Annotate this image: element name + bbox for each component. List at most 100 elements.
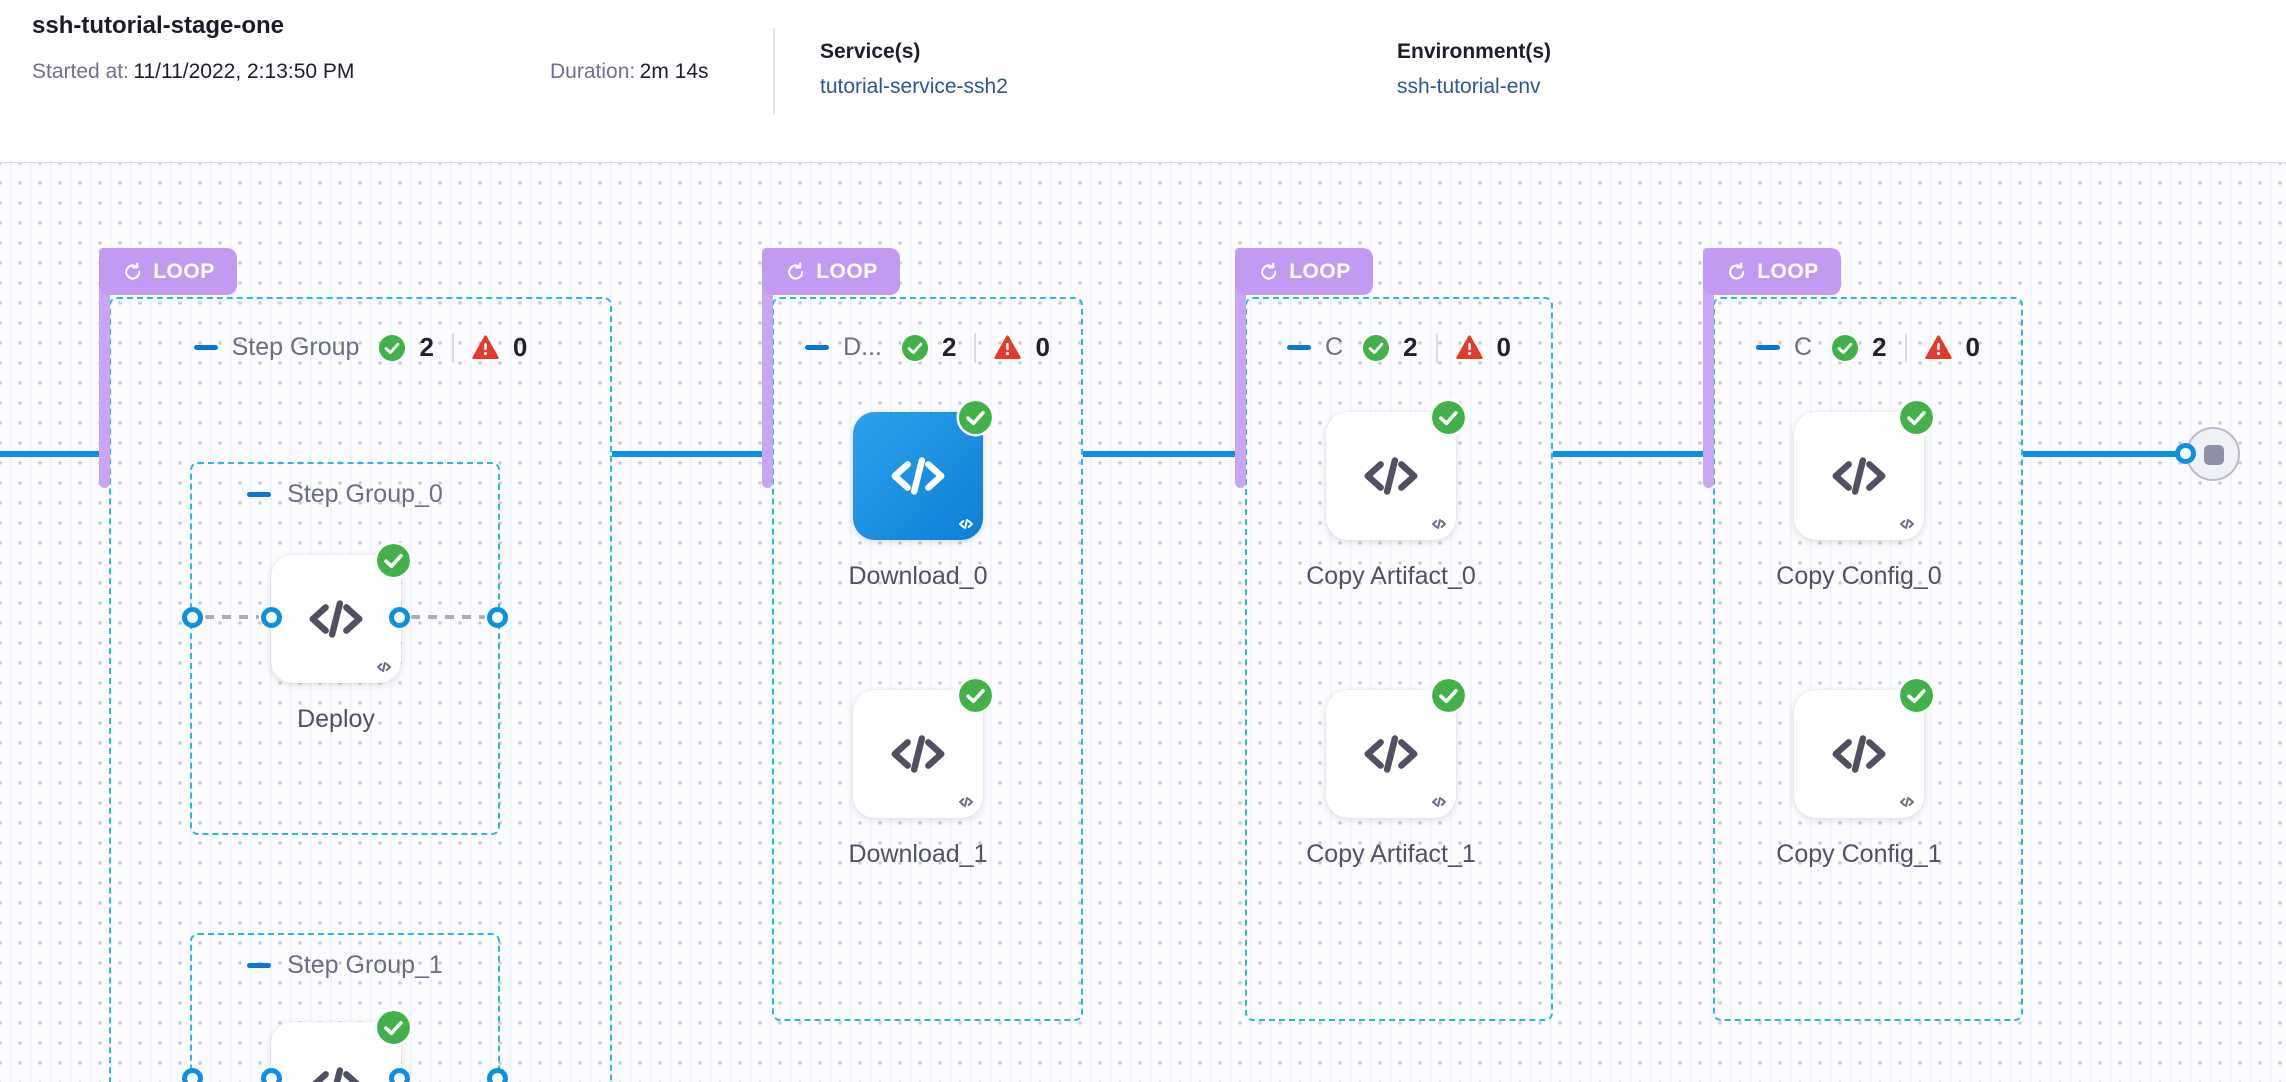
pipeline-connector: [1083, 451, 1236, 457]
step-label: Copy Config_0: [1776, 562, 1942, 590]
step-group-header[interactable]: Step Group 2 0: [111, 332, 610, 363]
loop-badge[interactable]: LOOP: [99, 248, 237, 295]
step-group-0-header[interactable]: Step Group_0: [192, 480, 498, 509]
step-group-title: Step Group: [231, 333, 360, 361]
success-count: 2: [419, 332, 434, 362]
environment-link[interactable]: ssh-tutorial-env: [1397, 75, 1541, 98]
code-icon: [1364, 735, 1418, 773]
services-label: Service(s): [820, 40, 921, 63]
step-copy-artifact-0[interactable]: Copy Artifact_0: [1261, 401, 1521, 591]
collapse-minus-icon[interactable]: [247, 492, 272, 497]
success-count: 2: [1403, 332, 1418, 362]
step-node[interactable]: [853, 679, 992, 818]
pipeline-connector: [2023, 451, 2180, 457]
count-divider: [1904, 332, 1907, 363]
step-copy-config-0[interactable]: Copy Config_0: [1729, 401, 1989, 591]
count-divider: [1435, 332, 1438, 363]
loop-badge[interactable]: LOOP: [1703, 248, 1841, 295]
code-icon: [309, 600, 363, 638]
failed-count-icon: [1455, 335, 1483, 359]
step-label: Copy Artifact_1: [1306, 840, 1476, 868]
failed-count-icon: [994, 335, 1022, 359]
loop-icon: [788, 262, 804, 280]
step-deploy[interactable]: Deploy: [206, 544, 466, 734]
duration-label: Duration:: [550, 60, 636, 83]
step-copy-artifact-1[interactable]: Copy Artifact_1: [1261, 679, 1521, 869]
connector-port[interactable]: [487, 607, 508, 628]
collapse-minus-icon[interactable]: [247, 963, 272, 968]
connector-port[interactable]: [2175, 443, 2196, 464]
loop-strip: [99, 248, 110, 488]
download-group-header[interactable]: D... 2 0: [774, 332, 1081, 363]
environments-block: Environment(s) ssh-tutorial-env: [1397, 40, 1551, 99]
copy-artifact-group-box[interactable]: C 2 0: [1245, 297, 1553, 1021]
started-at-value: 11/11/2022, 2:13:50 PM: [133, 60, 355, 83]
copy-config-group-title: C: [1794, 333, 1813, 361]
step-label: Copy Artifact_0: [1306, 562, 1476, 590]
step-label: Deploy: [297, 705, 375, 733]
step-node[interactable]: [1326, 401, 1465, 540]
step-group-1-box[interactable]: Step Group_1: [190, 933, 500, 1082]
copy-artifact-group-title: C: [1325, 333, 1344, 361]
stop-square-icon: [2204, 445, 2224, 465]
step-node[interactable]: [1794, 401, 1933, 540]
duration: Duration: 2m 14s: [550, 60, 709, 84]
loop-badge[interactable]: LOOP: [1235, 248, 1373, 295]
step-group-1-step[interactable]: [206, 1011, 466, 1082]
count-divider: [451, 332, 454, 363]
success-count: 2: [1872, 332, 1887, 362]
failed-count-icon: [1924, 335, 1952, 359]
step-group-box[interactable]: Step Group 2 0: [109, 297, 612, 1082]
step-node[interactable]: [271, 1011, 410, 1082]
copy-config-group-box[interactable]: C 2 0: [1713, 297, 2023, 1021]
success-badge-icon: [377, 1011, 410, 1044]
step-download-0[interactable]: Download_0: [788, 401, 1048, 591]
copy-config-group-header[interactable]: C 2 0: [1715, 332, 2021, 363]
step-download-1[interactable]: Download_1: [788, 679, 1048, 869]
success-badge-icon: [1900, 679, 1933, 712]
failed-count: 0: [1965, 332, 1980, 362]
stage-title: ssh-tutorial-stage-one: [32, 12, 285, 39]
collapse-minus-icon[interactable]: [1287, 345, 1311, 350]
connector-port[interactable]: [182, 607, 203, 628]
step-node-selected[interactable]: [853, 401, 992, 540]
loop-icon: [1729, 262, 1745, 280]
step-node[interactable]: [1326, 679, 1465, 818]
collapse-minus-icon[interactable]: [1756, 345, 1780, 350]
step-group-1-header[interactable]: Step Group_1: [192, 951, 498, 980]
failed-count: 0: [1035, 332, 1050, 362]
code-corner-icon: [1900, 519, 1914, 529]
code-icon: [891, 457, 945, 495]
success-count-icon: [1363, 334, 1390, 361]
step-label: Copy Config_1: [1776, 840, 1942, 868]
connector-port[interactable]: [389, 1068, 410, 1082]
collapse-minus-icon[interactable]: [805, 345, 830, 350]
loop-strip: [1235, 248, 1246, 488]
step-node[interactable]: [1794, 679, 1933, 818]
download-group-box[interactable]: D... 2 0: [772, 297, 1083, 1021]
step-copy-config-1[interactable]: Copy Config_1: [1729, 679, 1989, 869]
step-node[interactable]: [271, 544, 410, 683]
connector-port[interactable]: [487, 1068, 508, 1082]
loop-badge[interactable]: LOOP: [762, 248, 900, 295]
collapse-minus-icon[interactable]: [193, 345, 218, 350]
connector-port[interactable]: [182, 1068, 203, 1082]
copy-artifact-group-header[interactable]: C 2 0: [1247, 332, 1551, 363]
code-icon: [1832, 735, 1886, 773]
connector-port[interactable]: [261, 607, 282, 628]
connector-port[interactable]: [261, 1068, 282, 1082]
service-link[interactable]: tutorial-service-ssh2: [820, 75, 1008, 98]
success-badge-icon: [377, 544, 410, 577]
pipeline-connector: [1553, 451, 1704, 457]
connector-port[interactable]: [389, 607, 410, 628]
services-block: Service(s) tutorial-service-ssh2: [820, 40, 1008, 99]
execution-header: ssh-tutorial-stage-one Started at: 11/11…: [0, 0, 2286, 163]
download-group-title: D...: [843, 333, 882, 361]
connector-dashed-line: [411, 615, 485, 619]
pipeline-connector: [612, 451, 763, 457]
loop-badge-label: LOOP: [1757, 259, 1819, 283]
step-group-0-box[interactable]: Step Group_0: [190, 462, 500, 835]
code-corner-icon: [377, 662, 391, 672]
success-count-icon: [1832, 334, 1859, 361]
pipeline-canvas[interactable]: LOOP LOOP LOOP LOOP Step Group 2 0 Step …: [0, 163, 2286, 1082]
